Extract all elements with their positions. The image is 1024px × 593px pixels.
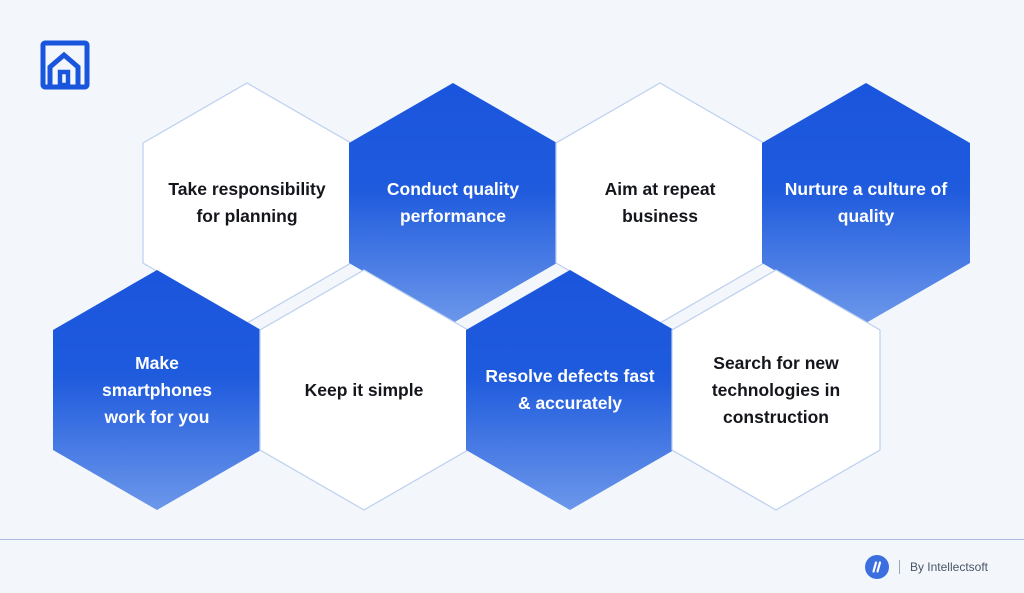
house-icon	[40, 40, 90, 90]
footer-divider	[0, 539, 1024, 540]
hexagon-shape	[349, 83, 557, 323]
hexagon-label: Nurture a culture of quality	[784, 179, 948, 226]
hexagon-label: Resolve defects fast & accurately	[485, 366, 655, 413]
hexagon-shape	[762, 83, 970, 323]
intellectsoft-badge-icon	[864, 555, 889, 579]
hexagon-grid: Take responsibility for planning Conduct…	[53, 82, 970, 511]
hexagon-keep-it-simple: Keep it simple	[259, 269, 469, 511]
footer: By Intellectsoft	[864, 554, 988, 580]
hexagon-smartphones: Make smartphones work for you	[53, 270, 261, 510]
hexagon-shape	[53, 270, 261, 510]
hexagon-label: Keep it simple	[304, 379, 424, 400]
hexagon-label: Aim at repeat business	[604, 179, 716, 226]
hexagon-resolve-defects: Resolve defects fast & accurately	[466, 270, 674, 510]
hexagon-label: Make smartphones work for you	[102, 352, 212, 427]
footer-separator	[898, 560, 900, 574]
hexagon-new-technologies: Search for new technologies in construct…	[671, 269, 881, 511]
footer-brand[interactable]: By Intellectsoft	[909, 560, 988, 574]
hexagon-label: Conduct quality performance	[386, 179, 520, 226]
hexagon-label: Search for new technologies in construct…	[711, 352, 841, 427]
hexagon-shape	[671, 269, 881, 511]
hexagon-culture-of-quality: Nurture a culture of quality	[762, 83, 970, 323]
hexagon-label: Take responsibility for planning	[168, 179, 326, 226]
hexagon-conduct-quality: Conduct quality performance	[349, 83, 557, 323]
hexagon-shape	[466, 270, 674, 510]
